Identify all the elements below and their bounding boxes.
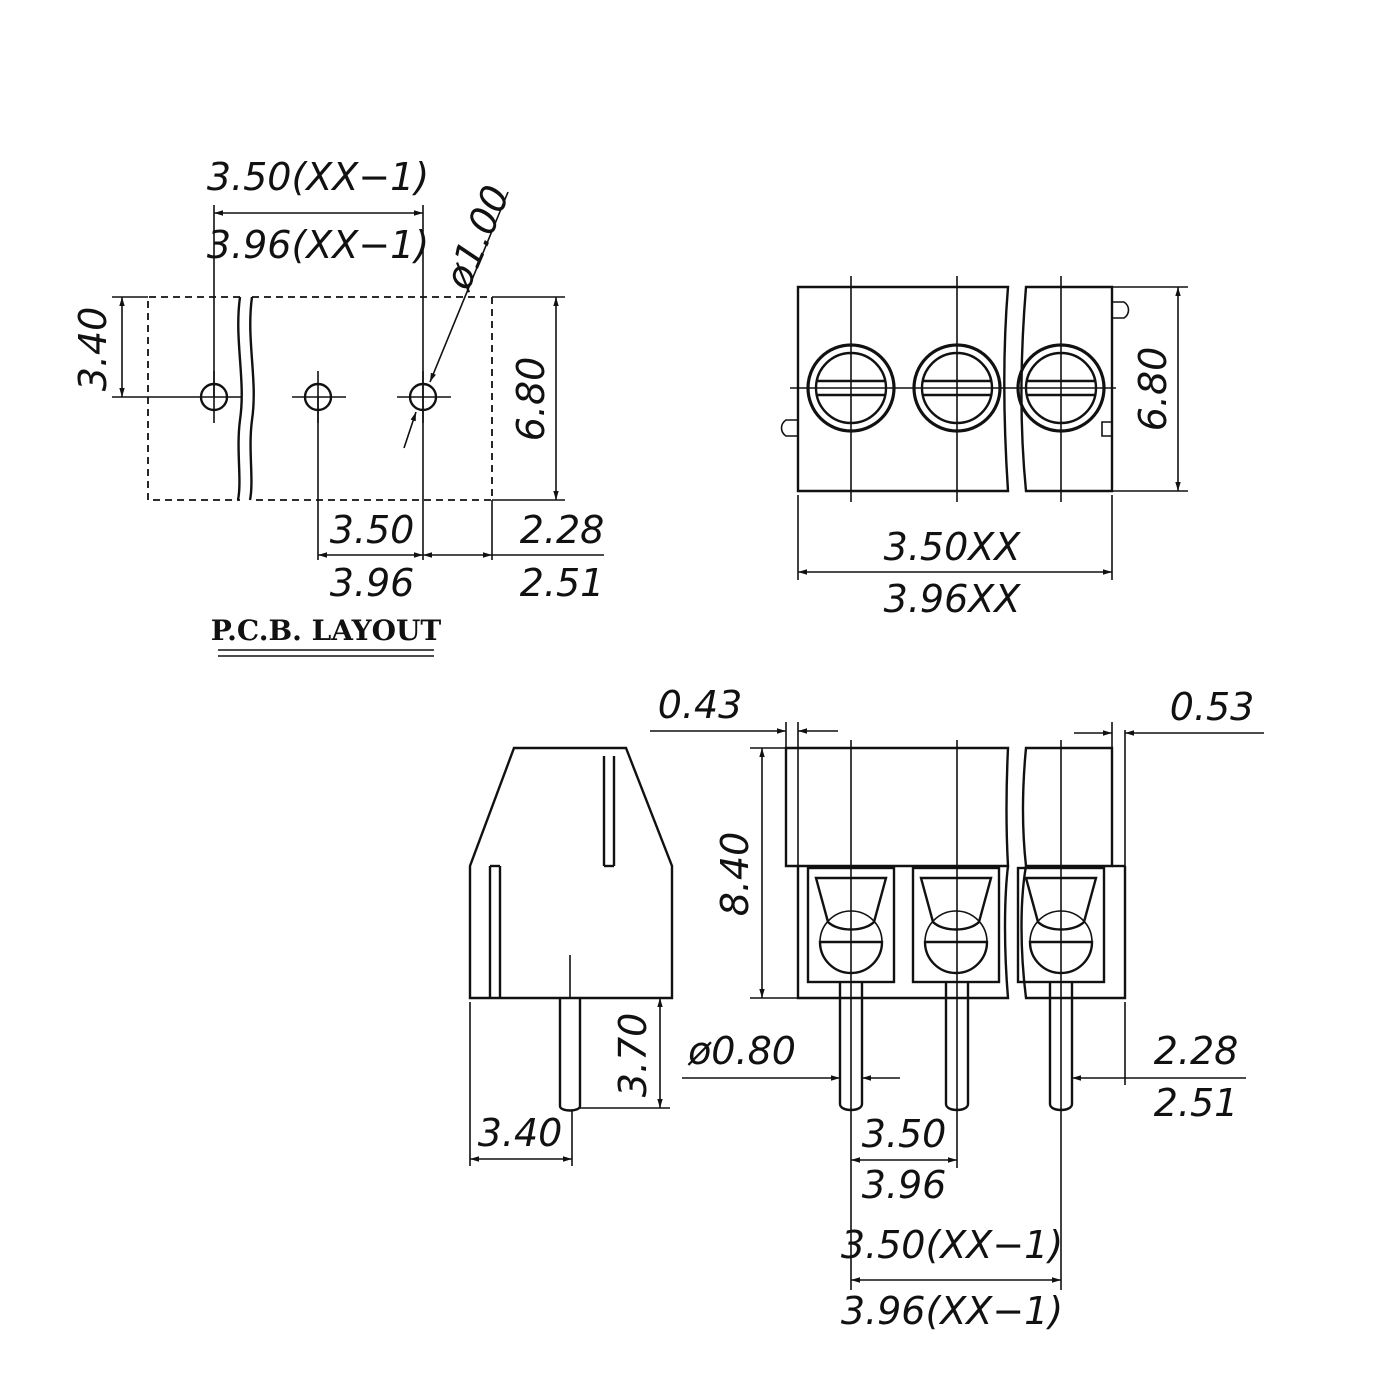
top-view-width-b: 3.96XX — [884, 577, 1022, 621]
screw-head-1 — [806, 343, 896, 433]
pcb-pitch-top-a: 3.50(XX−1) — [207, 155, 429, 199]
side-depth: 3.40 — [478, 1111, 563, 1155]
front-span-b: 3.96(XX−1) — [841, 1289, 1063, 1333]
front-gap-right: 0.53 — [1170, 685, 1255, 729]
front-view: 0.43 0.53 8.40 ø0.80 2.28 2.51 3.50 3.96… — [650, 683, 1264, 1333]
pcb-layout-view: 3.50(XX−1) 3.96(XX−1) ø1.00 3.40 6.80 3.… — [71, 155, 605, 657]
front-gap-left: 0.43 — [658, 683, 743, 727]
front-pitch-a: 3.50 — [862, 1112, 947, 1156]
terminal-cell-2 — [911, 866, 1001, 984]
side-pin-length: 3.70 — [611, 1013, 655, 1098]
pcb-hole-2 — [292, 371, 346, 423]
pcb-hole-3 — [397, 371, 451, 423]
pcb-edge-b: 2.51 — [520, 561, 605, 605]
top-view-width-a: 3.50XX — [884, 525, 1022, 569]
front-body-height: 8.40 — [713, 832, 757, 917]
front-pin-diameter: ø0.80 — [687, 1029, 796, 1073]
front-edge-b: 2.51 — [1154, 1081, 1239, 1125]
top-view-height: 6.80 — [1131, 347, 1175, 432]
pcb-pitch-b: 3.96 — [330, 561, 415, 605]
pcb-hole-diameter: ø1.00 — [435, 179, 518, 296]
top-view: 6.80 3.50XX 3.96XX — [780, 276, 1188, 621]
pcb-row-offset: 3.40 — [71, 307, 115, 392]
pcb-hole-1 — [188, 371, 242, 423]
screw-head-2 — [912, 343, 1002, 433]
screw-head-3 — [1016, 343, 1106, 433]
pcb-pitch-top-b: 3.96(XX−1) — [207, 223, 429, 267]
pcb-layout-title: P.C.B. LAYOUT — [211, 614, 442, 647]
pcb-edge-a: 2.28 — [520, 508, 605, 552]
front-pitch-b: 3.96 — [862, 1163, 947, 1207]
pcb-height: 6.80 — [509, 357, 553, 442]
pcb-pitch-a: 3.50 — [330, 508, 415, 552]
front-edge-a: 2.28 — [1154, 1029, 1239, 1073]
side-view: 3.70 3.40 — [468, 746, 674, 1166]
front-span-a: 3.50(XX−1) — [841, 1223, 1063, 1267]
